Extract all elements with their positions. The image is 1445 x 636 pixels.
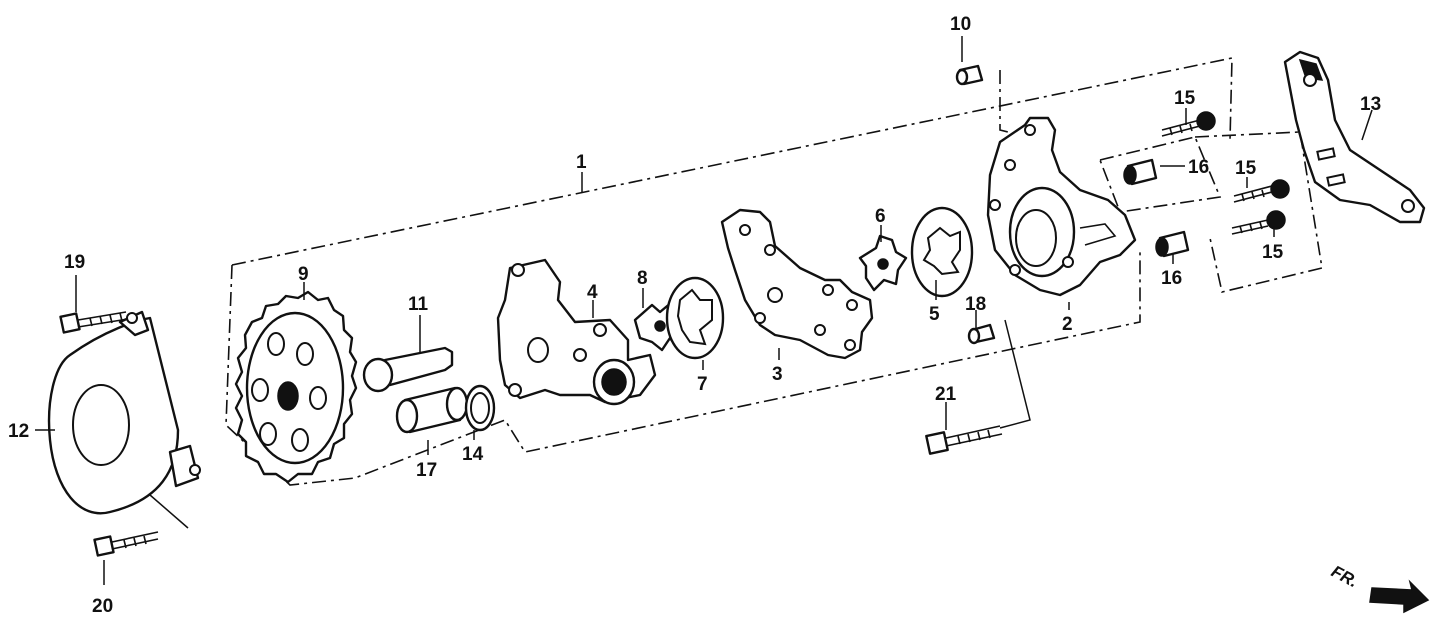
callout-4: 4 — [587, 282, 598, 303]
callout-3: 3 — [772, 364, 783, 385]
part-17-collar — [395, 386, 469, 434]
callout-14: 14 — [462, 444, 484, 465]
callout-1: 1 — [576, 152, 587, 173]
callout-13: 13 — [1360, 94, 1381, 115]
callout-15-upper: 15 — [1174, 88, 1196, 109]
callout-labels: 1 2 3 4 5 6 7 8 9 10 11 12 13 14 15 15 1… — [8, 14, 1381, 617]
part-13-bracket — [1283, 50, 1426, 224]
callout-11: 11 — [408, 294, 429, 315]
part-4-pump-body — [496, 258, 657, 406]
front-direction-arrow: FR. — [1328, 562, 1430, 614]
callout-2: 2 — [1062, 314, 1073, 335]
part-16-dowel-lower — [1155, 230, 1190, 258]
callout-19: 19 — [64, 252, 85, 273]
callout-8: 8 — [637, 268, 648, 289]
part-19-bolt — [59, 311, 129, 334]
part-5-outer-rotor — [910, 206, 974, 298]
leader-lines — [35, 36, 1373, 585]
part-12-pump-cover — [47, 310, 201, 515]
part-21-bolt — [925, 425, 1003, 455]
part-3-separator-plate — [720, 208, 874, 360]
part-10-dowel — [955, 64, 984, 86]
part-20-bolt — [93, 531, 159, 557]
part-15-bolt-upper — [1161, 111, 1216, 137]
callout-17: 17 — [416, 460, 437, 481]
part-9-driven-gear — [234, 290, 358, 484]
part-16-dowel-upper — [1123, 158, 1158, 186]
part-6-inner-rotor — [858, 234, 908, 292]
part-2-pump-housing — [986, 116, 1137, 297]
callout-7: 7 — [697, 374, 708, 395]
part-15-bolt-middle — [1233, 179, 1290, 203]
callout-16-upper: 16 — [1188, 157, 1209, 178]
callout-20: 20 — [92, 596, 113, 617]
part-18-dowel — [967, 323, 996, 345]
front-direction-label: FR. — [1328, 562, 1361, 592]
callout-9: 9 — [298, 264, 309, 285]
callout-5: 5 — [929, 304, 940, 325]
callout-16-lower: 16 — [1161, 268, 1182, 289]
callout-15-lower: 15 — [1262, 242, 1284, 263]
callout-15-middle: 15 — [1235, 158, 1257, 179]
part-15-bolt-lower — [1231, 210, 1286, 235]
callout-6: 6 — [875, 206, 886, 227]
callout-10: 10 — [950, 14, 971, 35]
callout-21: 21 — [935, 384, 957, 405]
part-14-washer — [464, 384, 496, 432]
callout-18: 18 — [965, 294, 986, 315]
part-7-outer-rotor — [665, 276, 725, 360]
callout-12: 12 — [8, 421, 29, 442]
part-11-shaft — [362, 346, 454, 393]
